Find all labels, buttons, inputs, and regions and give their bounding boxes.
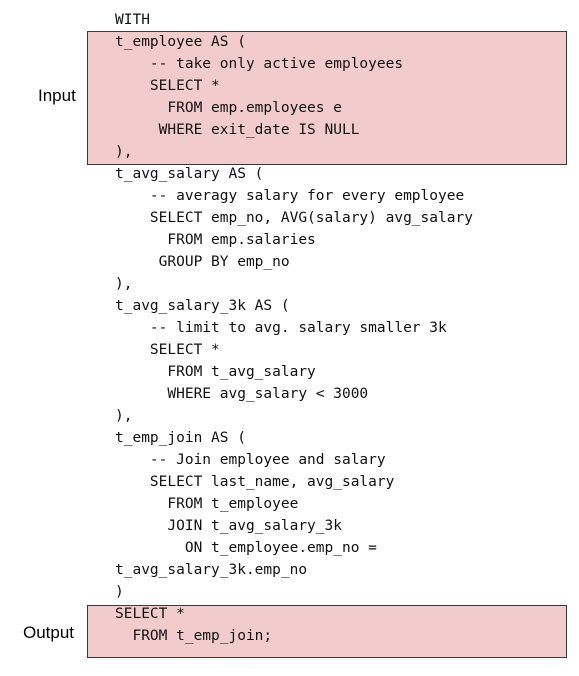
code-line: FROM t_avg_salary [115,364,316,380]
code-line: ON t_employee.emp_no = [115,540,377,556]
output-label: Output [23,623,75,642]
code-line: FROM emp.employees e [115,100,342,116]
input-label: Input [38,86,76,105]
code-line: SELECT * [115,78,220,94]
code-line: FROM t_employee [115,496,299,512]
code-line: JOIN t_avg_salary_3k [115,518,342,534]
code-line: ) [115,584,124,600]
code-line: SELECT * [115,606,185,622]
code-line: WITH [115,12,150,28]
code-line: -- limit to avg. salary smaller 3k [115,320,447,336]
code-line: ), [115,144,133,160]
code-line: SELECT * [115,342,220,358]
code-line: -- Join employee and salary [115,452,386,468]
code-line: GROUP BY emp_no [115,254,290,270]
code-line: SELECT emp_no, AVG(salary) avg_salary [115,210,473,226]
code-line: t_avg_salary_3k AS ( [115,298,290,314]
code-line: t_employee AS ( [115,34,246,50]
code-line: ), [115,276,133,292]
input-highlight-box [87,31,567,165]
code-line: ), [115,408,133,424]
output-highlight-box [87,605,567,658]
code-line: t_emp_join AS ( [115,430,246,446]
code-line: SELECT last_name, avg_salary [115,474,395,490]
code-line: -- take only active employees [115,56,404,72]
code-line: t_avg_salary AS ( [115,166,264,182]
sql-code-block: WITH t_employee AS ( -- take only active … [115,9,473,647]
code-line: t_avg_salary_3k.emp_no [115,562,308,578]
code-line: FROM emp.salaries [115,232,316,248]
code-line: WHERE avg_salary < 3000 [115,386,369,402]
code-line: -- averagy salary for every employee [115,188,465,204]
code-line: FROM t_emp_join; [115,628,273,644]
code-line: WHERE exit_date IS NULL [115,122,360,138]
